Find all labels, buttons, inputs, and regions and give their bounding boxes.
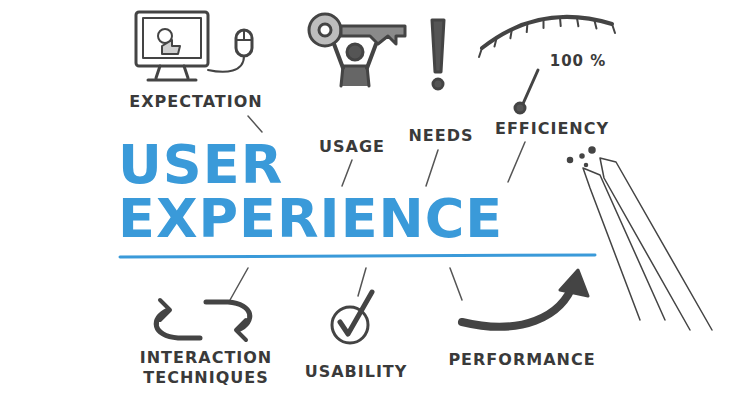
exclamation-icon [432,20,444,89]
concept-label: NEEDS [396,126,486,145]
pencil-drawing [568,147,713,330]
concept-label: EFFICIENCY [477,119,627,138]
cycle-arrows [156,300,250,340]
title-underline [120,255,595,257]
check-icon [332,292,372,343]
concept-label: USAGE [297,137,407,156]
concept-label: PERFORMANCE [432,350,612,369]
monitor-icon [136,12,208,80]
concept-label: INTERACTION TECHNIQUES [121,348,291,388]
key-icon [309,14,405,86]
curved-arrow [462,270,588,327]
gauge-value: 100 % [538,52,618,70]
mouse-icon [208,30,252,72]
concept-label: EXPECTATION [111,92,281,111]
concept-label: USABILITY [286,362,426,381]
